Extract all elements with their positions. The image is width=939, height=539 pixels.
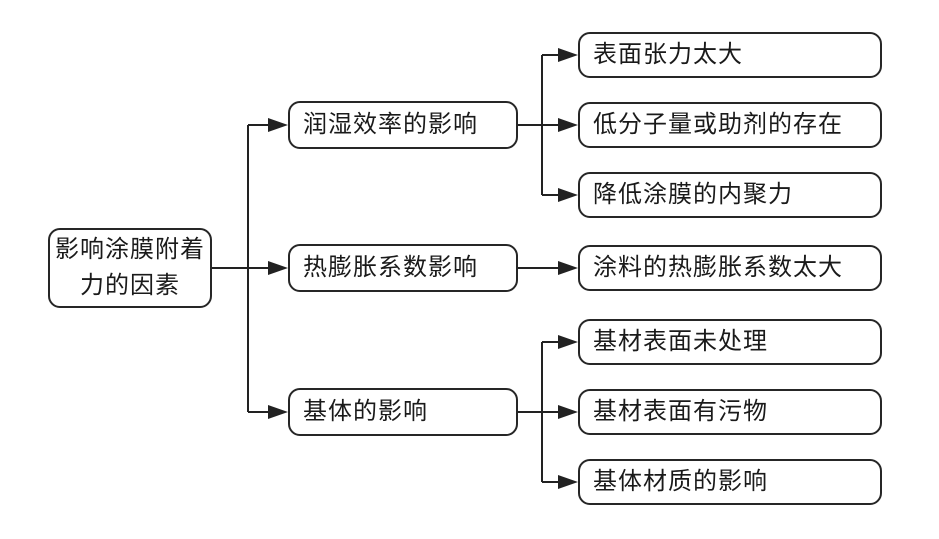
leaf-node-substrate-untreated: 基材表面未处理 xyxy=(578,319,882,365)
branch-node-wetting-efficiency: 润湿效率的影响 xyxy=(288,101,518,149)
leaf-node-substrate-contaminated: 基材表面有污物 xyxy=(578,389,882,435)
root-node: 影响涂膜附着力的因素 xyxy=(48,228,212,308)
leaf-node-substrate-material: 基体材质的影响 xyxy=(578,459,882,505)
leaf-node-coating-thermal-expansion: 涂料的热膨胀系数太大 xyxy=(578,245,882,291)
branch-node-substrate: 基体的影响 xyxy=(288,388,518,436)
leaf-node-low-molecular-weight: 低分子量或助剂的存在 xyxy=(578,102,882,148)
leaf-node-surface-tension: 表面张力太大 xyxy=(578,32,882,78)
branch-node-thermal-expansion: 热膨胀系数影响 xyxy=(288,244,518,292)
leaf-node-cohesion-reduction: 降低涂膜的内聚力 xyxy=(578,172,882,218)
